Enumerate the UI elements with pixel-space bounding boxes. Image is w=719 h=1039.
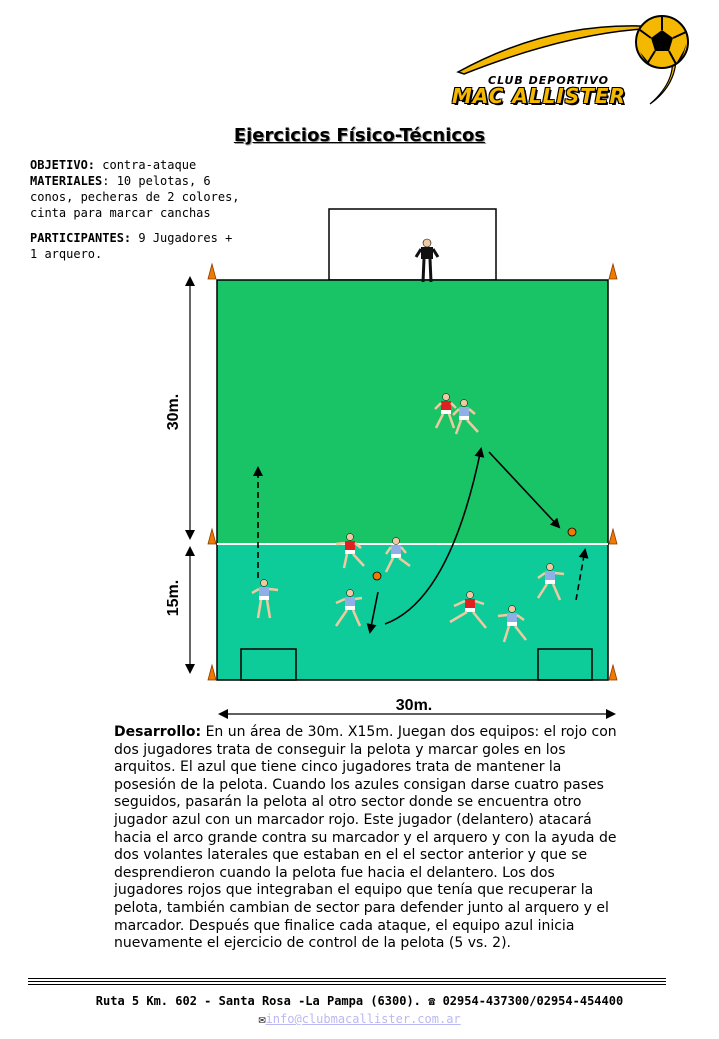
footer-divider bbox=[28, 978, 666, 979]
materiales-line: MATERIALES: 10 pelotas, 6 bbox=[30, 173, 280, 189]
soccer-ball-icon bbox=[635, 15, 689, 69]
footer-phones: 02954-437300/02954-454400 bbox=[435, 994, 624, 1008]
materiales-value-3: cinta para marcar canchas bbox=[30, 206, 211, 220]
description-label: Desarrollo: bbox=[114, 724, 202, 740]
red-player-figure bbox=[449, 591, 487, 629]
small-goal-left bbox=[240, 648, 297, 681]
footer-divider bbox=[28, 981, 666, 982]
logo-swoosh bbox=[456, 15, 689, 105]
cone-icon bbox=[207, 663, 217, 681]
pass-arrow-to-ball bbox=[488, 451, 561, 529]
page-title: Ejercicios Físico-Técnicos bbox=[233, 125, 486, 146]
materiales-value-1: : 10 pelotas, 6 bbox=[102, 174, 211, 188]
materiales-value-2: conos, pecheras de 2 colores, bbox=[30, 190, 240, 204]
footer-address: Ruta 5 Km. 602 - Santa Rosa -La Pampa (6… bbox=[95, 994, 421, 1008]
objetivo-line: OBJETIVO: contra-ataque bbox=[30, 157, 280, 173]
dimension-label-15-vertical: 15m. bbox=[165, 580, 182, 616]
cone-icon bbox=[608, 527, 618, 545]
footer-contact: Ruta 5 Km. 602 - Santa Rosa -La Pampa (6… bbox=[0, 994, 719, 1008]
big-goal bbox=[328, 208, 497, 281]
footer-email-link[interactable]: info@clubmacallister.com.ar bbox=[265, 1012, 461, 1026]
field-diagram: 30m. 15m. 30m. bbox=[165, 208, 618, 719]
upper-zone bbox=[216, 279, 609, 545]
ball-icon bbox=[567, 527, 577, 537]
participantes-line: PARTICIPANTES: 9 Jugadores + bbox=[30, 230, 280, 246]
footer-email-line: ✉info@clubmacallister.com.ar bbox=[0, 1012, 719, 1026]
red-player-figure bbox=[335, 533, 365, 569]
materiales-label: MATERIALES bbox=[30, 174, 103, 188]
description-paragraph: Desarrollo: En un área de 30m. X15m. Jue… bbox=[114, 724, 624, 953]
cone-icon bbox=[207, 262, 217, 280]
logo-club-text: CLUB DEPORTIVO bbox=[488, 74, 609, 87]
objetivo-value: contra-ataque bbox=[95, 158, 197, 172]
footer-divider bbox=[28, 984, 666, 985]
dimension-label-30-horizontal: 30m. bbox=[396, 697, 432, 714]
small-goal-right bbox=[537, 648, 593, 681]
ball-icon bbox=[372, 571, 382, 581]
cone-icon bbox=[608, 262, 618, 280]
logo-name-text: MAC ALLISTER bbox=[452, 84, 626, 108]
cone-icon bbox=[608, 663, 618, 681]
objetivo-label: OBJETIVO: bbox=[30, 158, 96, 172]
goalkeeper-figure bbox=[414, 238, 440, 283]
blue-player-figure bbox=[536, 563, 565, 601]
lower-zone bbox=[216, 543, 609, 681]
pass-arrow-short bbox=[366, 591, 379, 634]
participantes-value-1: 9 Jugadores + bbox=[131, 231, 233, 245]
red-player-figure bbox=[434, 393, 457, 429]
cone-icon bbox=[207, 527, 217, 545]
pass-arrow-curved bbox=[384, 447, 485, 625]
participantes-block: PARTICIPANTES: 9 Jugadores + 1 arquero. bbox=[30, 230, 280, 262]
club-logo: CLUB DEPORTIVO MAC ALLISTER bbox=[440, 8, 710, 108]
envelope-icon: ✉ bbox=[258, 1012, 266, 1026]
participantes-value-2: 1 arquero. bbox=[30, 247, 103, 261]
blue-player-figure bbox=[251, 579, 279, 619]
run-arrow-right bbox=[575, 548, 589, 601]
objective-materials-block: OBJETIVO: contra-ataque MATERIALES: 10 p… bbox=[30, 157, 280, 221]
blue-player-figure bbox=[497, 605, 527, 643]
blue-player-figure bbox=[334, 589, 363, 627]
blue-player-figure bbox=[384, 537, 411, 573]
blue-player-figure bbox=[452, 399, 479, 435]
phone-icon: ☎ bbox=[428, 994, 436, 1008]
participantes-label: PARTICIPANTES: bbox=[30, 231, 132, 245]
description-text: En un área de 30m. X15m. Juegan dos equi… bbox=[114, 724, 617, 952]
dimension-label-30-vertical: 30m. bbox=[165, 394, 182, 430]
